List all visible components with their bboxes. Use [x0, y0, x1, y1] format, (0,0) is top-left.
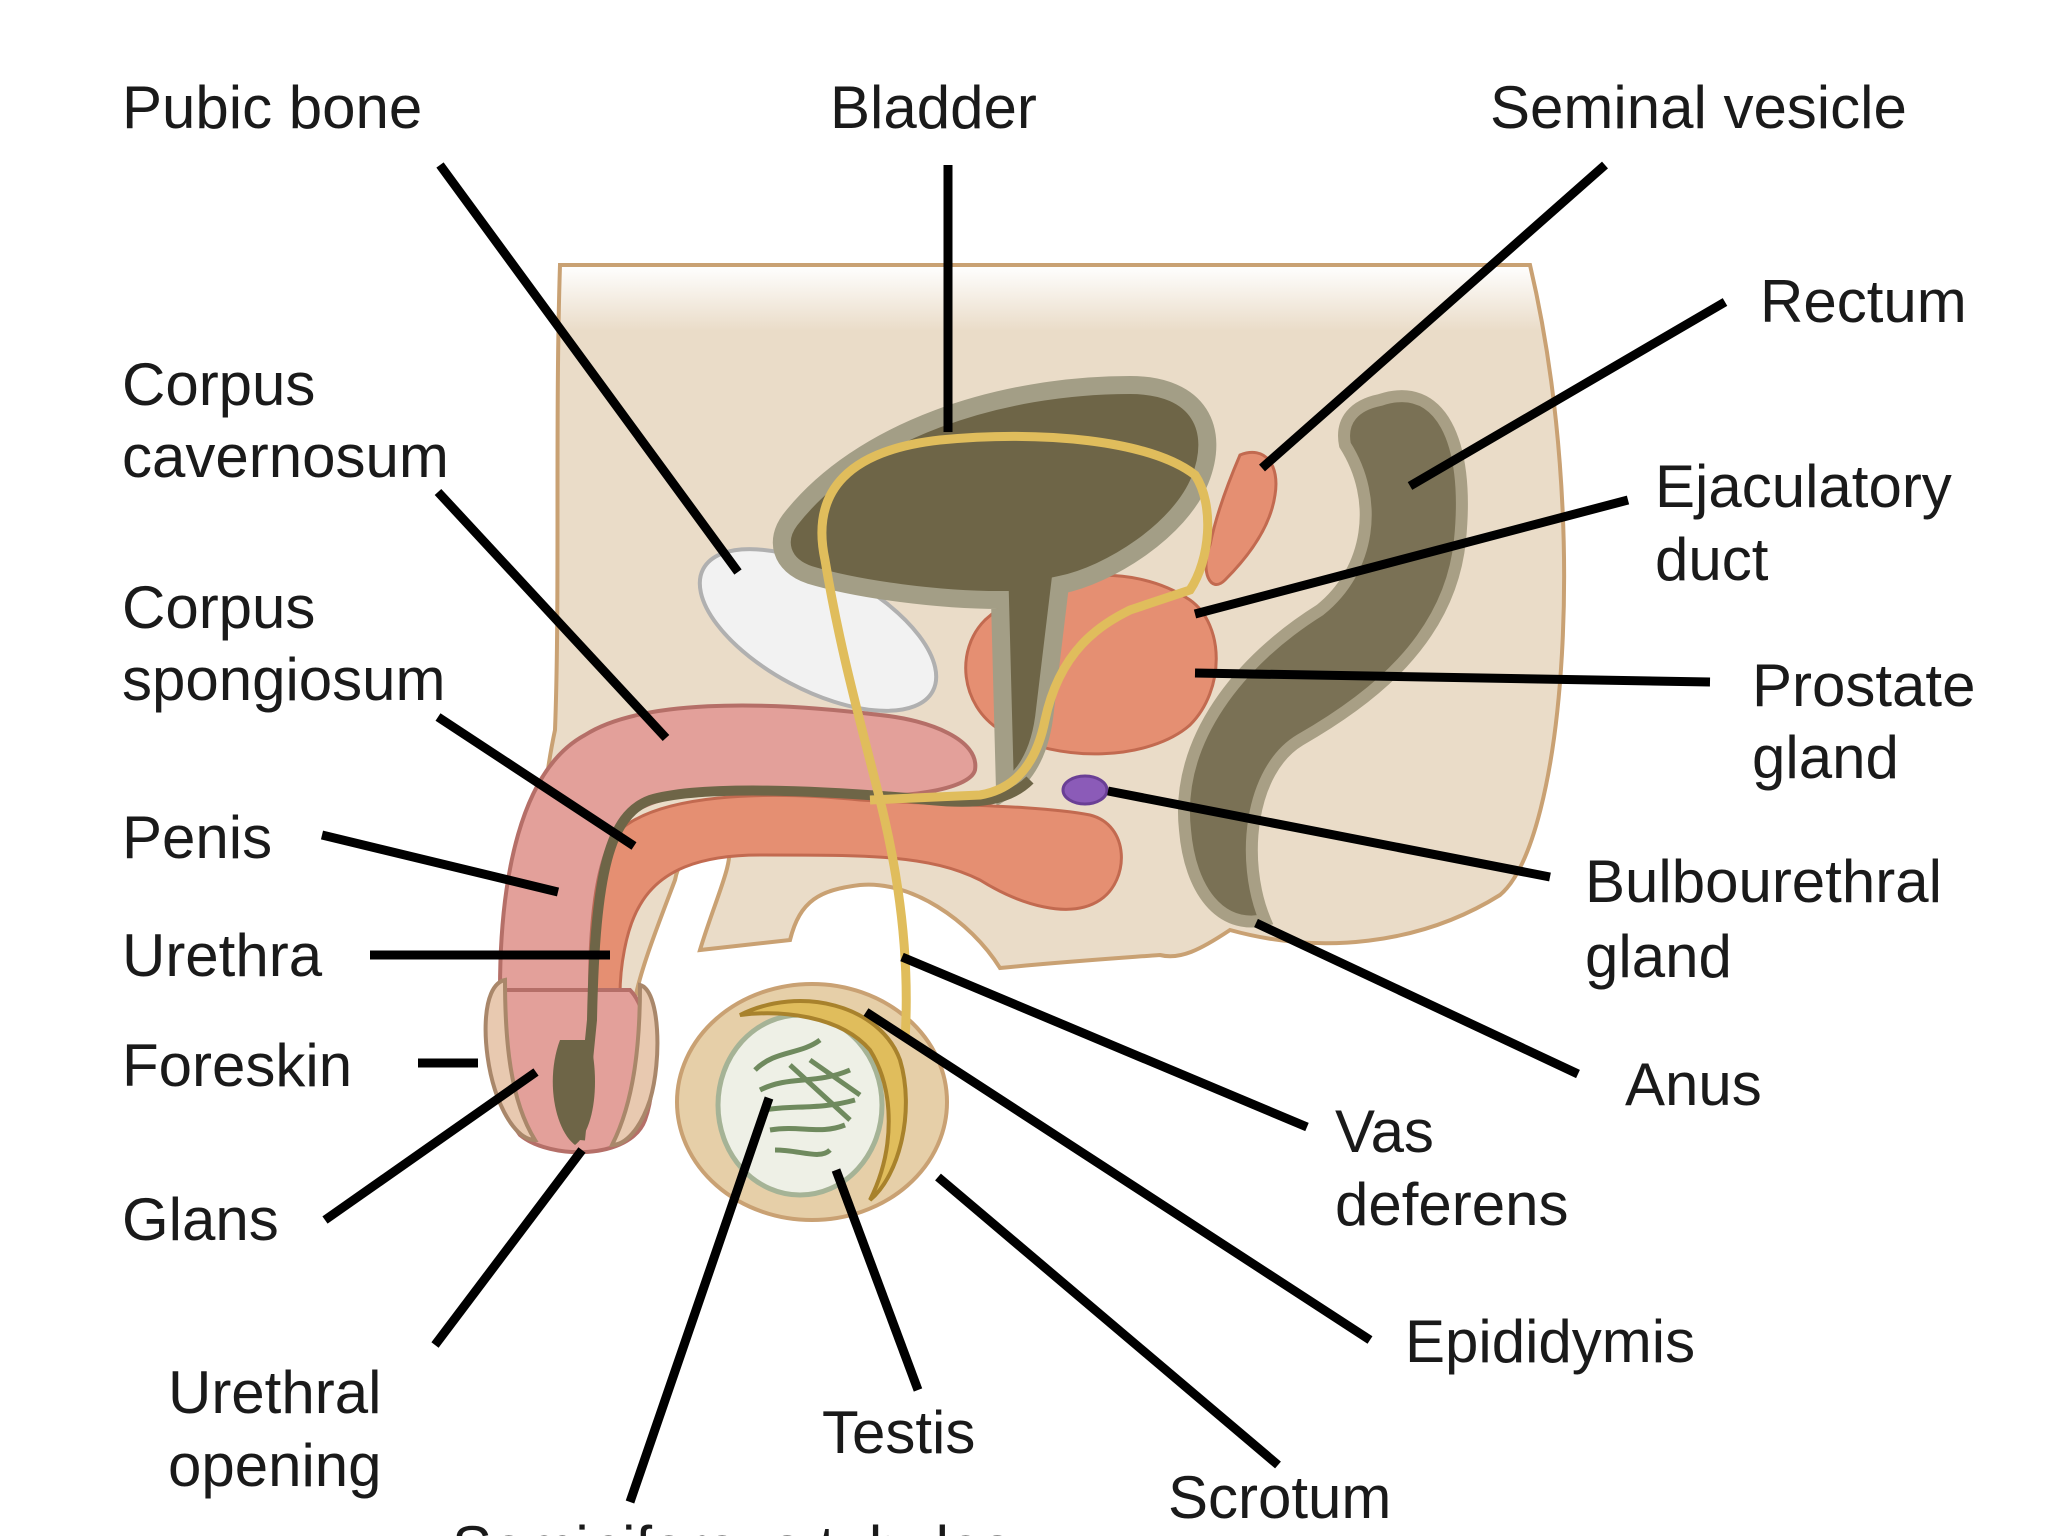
- label-prostate-gland-line2: gland: [1752, 724, 1899, 791]
- leader-urethral-opening: [435, 1150, 582, 1345]
- label-glans: Glans: [122, 1186, 279, 1253]
- label-corpus-cavernosum-line1: Corpus: [122, 351, 315, 418]
- leader-vas-deferens: [902, 957, 1307, 1127]
- label-bladder: Bladder: [830, 74, 1037, 141]
- label-urethral-opening-line1: Urethral: [168, 1359, 381, 1426]
- label-ejaculatory-duct-line2: duct: [1655, 526, 1769, 593]
- label-urethral-opening-line2: opening: [168, 1432, 382, 1499]
- label-corpus-spongiosum-line1: Corpus: [122, 574, 315, 641]
- bulbourethral-gland-shape: [1063, 776, 1107, 804]
- anatomy-illustration: [486, 265, 1564, 1220]
- label-testis: Testis: [822, 1399, 975, 1466]
- label-rectum: Rectum: [1760, 268, 1967, 335]
- label-scrotum: Scrotum: [1168, 1464, 1391, 1531]
- label-seminal-vesicle: Seminal vesicle: [1490, 74, 1907, 141]
- label-epididymis: Epididymis: [1405, 1308, 1695, 1375]
- label-pubic-bone: Pubic bone: [122, 74, 422, 141]
- leader-anus: [1256, 923, 1578, 1074]
- label-bulbourethral-gland-line2: gland: [1585, 923, 1732, 990]
- label-penis: Penis: [122, 804, 272, 871]
- label-bulbourethral-gland-line1: Bulbourethral: [1585, 848, 1942, 915]
- label-vas-deferens-line1: Vas: [1335, 1098, 1434, 1165]
- label-prostate-gland-line1: Prostate: [1752, 652, 1975, 719]
- leader-scrotum: [938, 1177, 1278, 1465]
- leader-glans: [325, 1072, 536, 1220]
- label-foreskin: Foreskin: [122, 1032, 352, 1099]
- label-anus: Anus: [1625, 1051, 1762, 1118]
- label-corpus-cavernosum-line2: cavernosum: [122, 423, 449, 490]
- label-urethra: Urethra: [122, 922, 323, 989]
- label-corpus-spongiosum-line2: spongiosum: [122, 646, 446, 713]
- label-seminiferous-tubules: Seminiferous tubules: [452, 1514, 1012, 1536]
- label-ejaculatory-duct-line1: Ejaculatory: [1655, 453, 1952, 520]
- label-vas-deferens-line2: deferens: [1335, 1171, 1569, 1238]
